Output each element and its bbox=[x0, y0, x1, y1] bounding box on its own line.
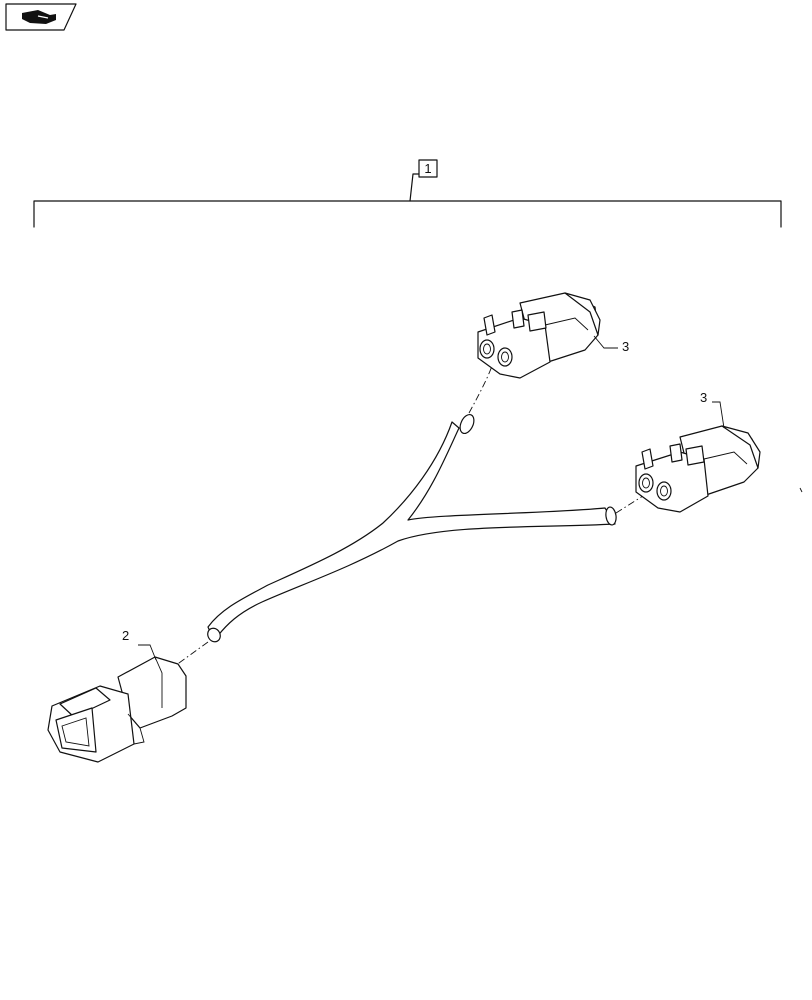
assembly-bracket bbox=[33, 159, 782, 228]
callout-3-right: 3 bbox=[700, 390, 707, 405]
edge-tick-mark bbox=[799, 487, 803, 493]
receptacle-connector-right bbox=[635, 425, 761, 513]
leader-3-right bbox=[712, 401, 725, 429]
receptacle-connector-upper bbox=[477, 292, 601, 379]
hand-pointing-icon bbox=[22, 10, 56, 24]
plug-connector bbox=[47, 656, 187, 763]
leader-2 bbox=[138, 644, 157, 661]
callout-3-upper: 3 bbox=[622, 339, 629, 354]
callout-2: 2 bbox=[122, 628, 129, 643]
leader-3-upper bbox=[593, 335, 618, 349]
y-harness-cable bbox=[207, 413, 617, 643]
assembly-line-upper bbox=[468, 365, 493, 414]
assembly-line-right bbox=[615, 493, 647, 514]
callout-1: 1 bbox=[424, 161, 431, 176]
corner-nav-tab[interactable] bbox=[5, 3, 77, 31]
